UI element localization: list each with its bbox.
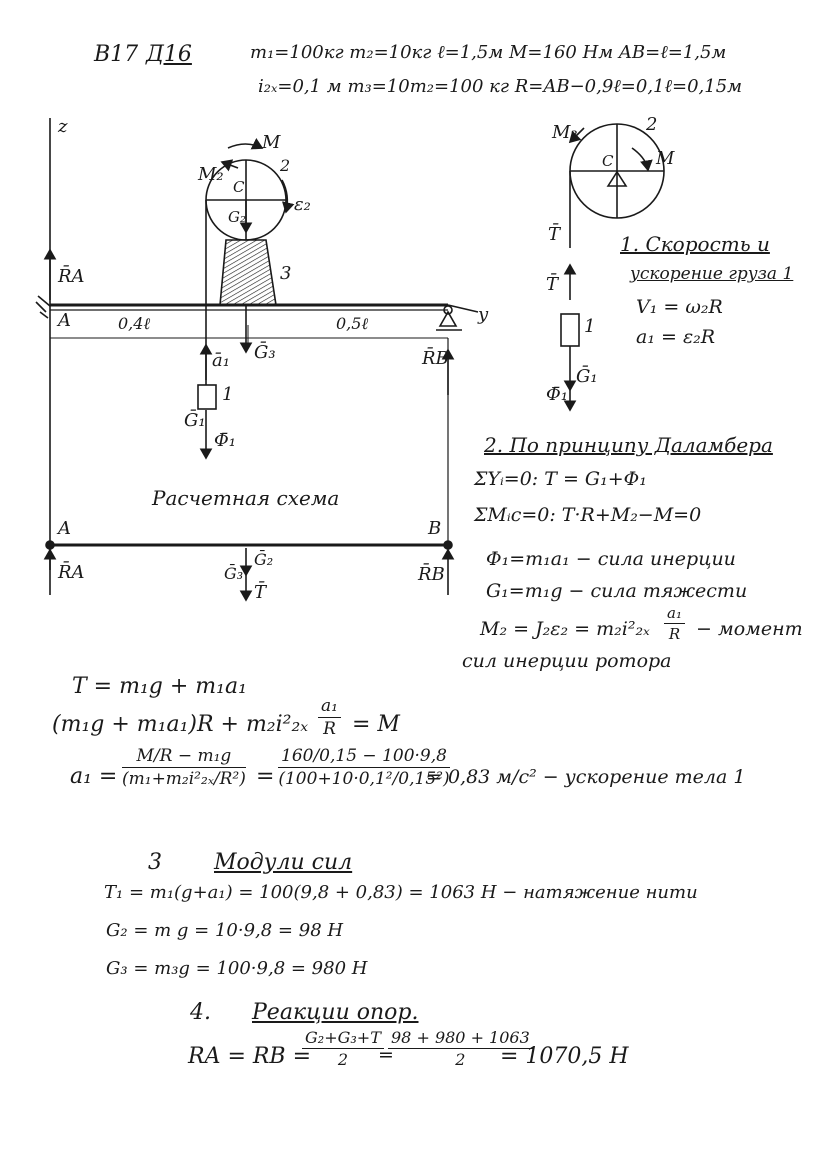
section2-eq1: ΣYᵢ=0: T = G₁+Φ₁ (474, 468, 647, 490)
small-T-label: T̄ (546, 274, 559, 295)
derivation-fraction2: 160/0,15 − 100·9,8 (100+10·0,1²/0,15²) (278, 748, 450, 788)
section4-fraction2: 98 + 980 + 1063 2 (388, 1030, 533, 1068)
A-upper-label: A (58, 310, 71, 331)
section1-title-line2: ускорение груза 1 (630, 264, 794, 284)
section4-f1-den: 2 (337, 1050, 349, 1069)
load1-label: 1 (222, 384, 234, 405)
section3-eq3: G₃ = m₃g = 100·9,8 = 980 H (106, 958, 368, 979)
section1-eq2: a₁ = ε₂R (636, 326, 716, 348)
dist-right-label: 0,5ℓ (336, 314, 369, 333)
body3-label: 3 (280, 263, 292, 284)
derivation-a1-label: a₁ = (70, 764, 118, 789)
section4-result: = 1070,5 H (500, 1044, 629, 1069)
derivation-line2-frac-den: R (323, 719, 336, 739)
section2-eq4: G₁=m₁g − сила тяжести (486, 580, 748, 602)
derivation-line1: T = m₁g + m₁a₁ (72, 674, 247, 699)
section3-eq2: G₂ = m g = 10·9,8 = 98 H (106, 920, 344, 941)
section2-title: 2. По принципу Даламбера (484, 433, 773, 457)
moment-M-label: M (262, 132, 281, 153)
dist-left-label: 0,4ℓ (118, 314, 151, 333)
section2-eq5-frac-num: a₁ (664, 606, 685, 624)
section1-title-line1: 1. Скорость и (620, 232, 770, 256)
eps2-label: ε₂ (294, 194, 311, 215)
small-M2-label: M₂ (552, 122, 578, 143)
RA-lower-label: R̄A (58, 562, 85, 583)
section2-eq5-left: M₂ = J₂ε₂ = m₂i²₂ₓ (480, 618, 650, 640)
body2-label: 2 (280, 156, 291, 175)
section3-eq1: T₁ = m₁(g+a₁) = 100(9,8 + 0,83) = 1063 H… (104, 882, 698, 903)
y-axis (447, 304, 479, 313)
derivation-line2-frac-num: a₁ (318, 698, 341, 718)
section4-title: Реакции опор. (252, 1000, 419, 1025)
G2-label: G₂ (228, 208, 246, 226)
section4-f2-den: 2 (455, 1050, 466, 1069)
small-body2-label: 2 (646, 114, 658, 135)
section2-eq5-fraction: a₁ R (664, 606, 685, 642)
section2-eq5-frac-den: R (668, 625, 681, 643)
derivation-f2-den: (100+10·0,1²/0,15²) (278, 769, 450, 789)
derivation-f1-num: M/R − m₁g (122, 748, 246, 768)
RB-lower-label: R̄B (418, 564, 445, 585)
task-label: Д16 (146, 42, 192, 67)
derivation-line2-right: = M (352, 712, 400, 737)
B-lower-label: B (428, 518, 442, 539)
section2-eq3: Φ₁=m₁a₁ − сила инерции (486, 548, 736, 570)
derivation-f2-num: 160/0,15 − 100·9,8 (278, 748, 450, 768)
derivation-line2-left: (m₁g + m₁a₁)R + m₂i²₂ₓ (52, 712, 309, 737)
A-lower-label: A (58, 518, 71, 539)
header-given-line2: i₂ₓ=0,1 м m₃=10m₂=100 кг R=AB−0,9ℓ=0,1ℓ=… (258, 76, 743, 97)
T-lower-label: T̄ (254, 582, 267, 603)
G3-lower-label: Ḡ₃ (224, 564, 244, 583)
derivation-result: = 0,83 м/с² − ускорение тела 1 (426, 766, 746, 788)
section4-eq: = (378, 1044, 394, 1066)
small-M-label: M (656, 148, 675, 169)
z-axis-label: z (58, 116, 68, 137)
Phi1-label: Φ̄₁ (214, 430, 236, 451)
section1-eq1: V₁ = ω₂R (636, 296, 723, 318)
G2-lower-label: Ḡ₂ (254, 550, 274, 569)
scheme-title: Расчетная схема (152, 486, 340, 510)
derivation-fraction1: M/R − m₁g (m₁+m₂i²₂ₓ/R²) (122, 748, 246, 788)
section4-f2-num: 98 + 980 + 1063 (388, 1030, 533, 1049)
section3-num: 3 (148, 850, 162, 875)
derivation-eq-sign: = (256, 764, 275, 789)
section2-eq2: ΣMᵢc=0: T·R+M₂−M=0 (474, 504, 702, 526)
section4-lhs: RA = RB = (188, 1044, 312, 1069)
section4-f1-num: G₂+G₃+T (302, 1030, 384, 1049)
section2-eq5-right: − момент (696, 618, 803, 640)
small-T-upper-label: T̄ (548, 224, 561, 245)
derivation-f1-den: (m₁+m₂i²₂ₓ/R²) (122, 769, 246, 789)
variant-label: B17 (94, 42, 139, 67)
small-G1-label: Ḡ₁ (576, 366, 598, 387)
a1-label: ā₁ (212, 350, 230, 371)
M2-label: M₂ (198, 164, 224, 185)
G3-upper-label: Ḡ₃ (254, 342, 276, 363)
rotor-center-label: C (233, 178, 245, 196)
section3-title: Модули сил (214, 850, 353, 875)
small-Phi1-label: Φ̄₁ (546, 384, 568, 405)
small-body1-label: 1 (584, 316, 596, 337)
derivation-line2-fraction: a₁ R (318, 698, 341, 738)
section4-num: 4. (190, 1000, 211, 1025)
section2-eq5-cont: сил инерции ротора (462, 650, 672, 672)
section4-fraction1: G₂+G₃+T 2 (302, 1030, 384, 1068)
small-C-label: C (602, 152, 614, 170)
header-given-line1: m₁=100кг m₂=10кг ℓ=1,5м M=160 Hм AB=ℓ=1,… (250, 42, 727, 63)
RB-upper-label: R̄B (422, 348, 449, 369)
RA-upper-label: R̄A (58, 266, 85, 287)
G1-label: Ḡ₁ (184, 410, 206, 431)
y-axis-label: y (478, 304, 489, 325)
